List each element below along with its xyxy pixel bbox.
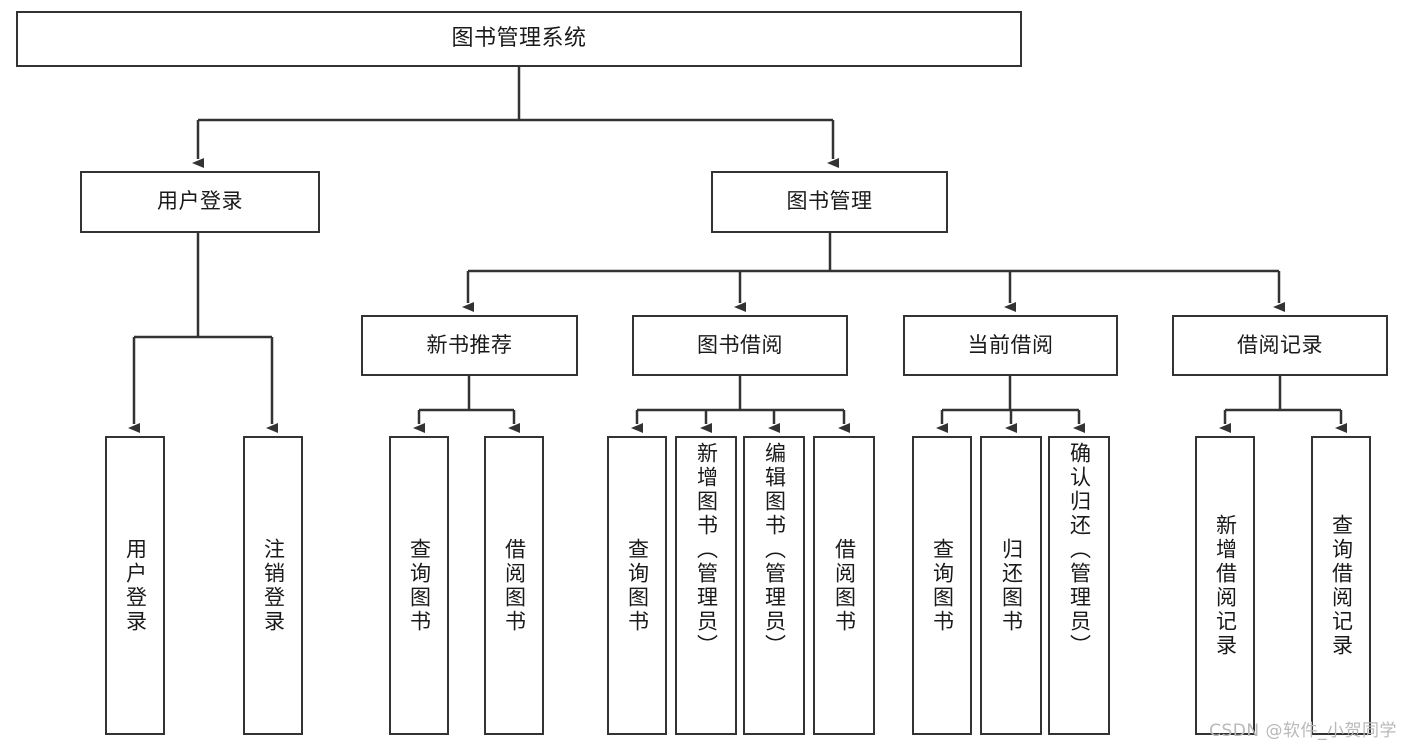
node-current-borrowing[interactable]: 当前借阅 <box>903 315 1118 376</box>
node-label: 借阅记录 <box>1237 332 1323 357</box>
node-label: 当前借阅 <box>967 332 1054 357</box>
node-label: 图书管理 <box>786 189 873 214</box>
leaf-borrow-add-book-admin[interactable]: 新增图书（管理员） <box>675 436 737 735</box>
watermark: CSDN @软件_小贺同学 <box>1209 721 1397 741</box>
node-label: 借阅图书 <box>832 537 857 634</box>
node-new-book-recommendation[interactable]: 新书推荐 <box>361 315 578 376</box>
node-borrowing-record[interactable]: 借阅记录 <box>1172 315 1388 376</box>
leaf-borrow-borrow-book[interactable]: 借阅图书 <box>813 436 875 735</box>
leaf-record-query-record[interactable]: 查询借阅记录 <box>1311 436 1371 735</box>
leaf-current-return-book[interactable]: 归还图书 <box>980 436 1042 735</box>
leaf-current-confirm-return-admin[interactable]: 确认归还（管理员） <box>1048 436 1110 735</box>
node-label: 新增图书（管理员） <box>694 442 719 658</box>
leaf-user-login-logout[interactable]: 注销登录 <box>243 436 303 735</box>
node-book-management[interactable]: 图书管理 <box>711 171 948 233</box>
node-book-borrowing[interactable]: 图书借阅 <box>632 315 848 376</box>
leaf-borrow-query-book[interactable]: 查询图书 <box>607 436 667 735</box>
node-user-login[interactable]: 用户登录 <box>80 171 320 233</box>
node-label: 编辑图书（管理员） <box>762 442 787 658</box>
node-label: 注销登录 <box>261 537 286 634</box>
node-label: 新书推荐 <box>426 332 513 357</box>
node-label: 归还图书 <box>999 537 1024 634</box>
node-label: 查询图书 <box>625 537 650 634</box>
node-label: 确认归还（管理员） <box>1067 442 1092 658</box>
leaf-new-book-query-book[interactable]: 查询图书 <box>389 436 449 735</box>
node-label: 图书管理系统 <box>451 25 587 51</box>
node-label: 图书借阅 <box>697 332 783 357</box>
node-label: 用户登录 <box>123 537 148 634</box>
node-label: 用户登录 <box>157 189 243 214</box>
leaf-new-book-borrow-book[interactable]: 借阅图书 <box>484 436 544 735</box>
node-label: 借阅图书 <box>502 537 527 634</box>
leaf-record-add-record[interactable]: 新增借阅记录 <box>1195 436 1255 735</box>
leaf-current-query-book[interactable]: 查询图书 <box>912 436 972 735</box>
node-label: 查询图书 <box>930 537 955 634</box>
node-label: 查询图书 <box>407 537 432 634</box>
leaf-user-login-login[interactable]: 用户登录 <box>105 436 165 735</box>
node-root-book-management-system[interactable]: 图书管理系统 <box>16 11 1022 67</box>
node-label: 查询借阅记录 <box>1329 513 1354 658</box>
leaf-borrow-edit-book-admin[interactable]: 编辑图书（管理员） <box>743 436 805 735</box>
node-label: 新增借阅记录 <box>1213 513 1238 658</box>
